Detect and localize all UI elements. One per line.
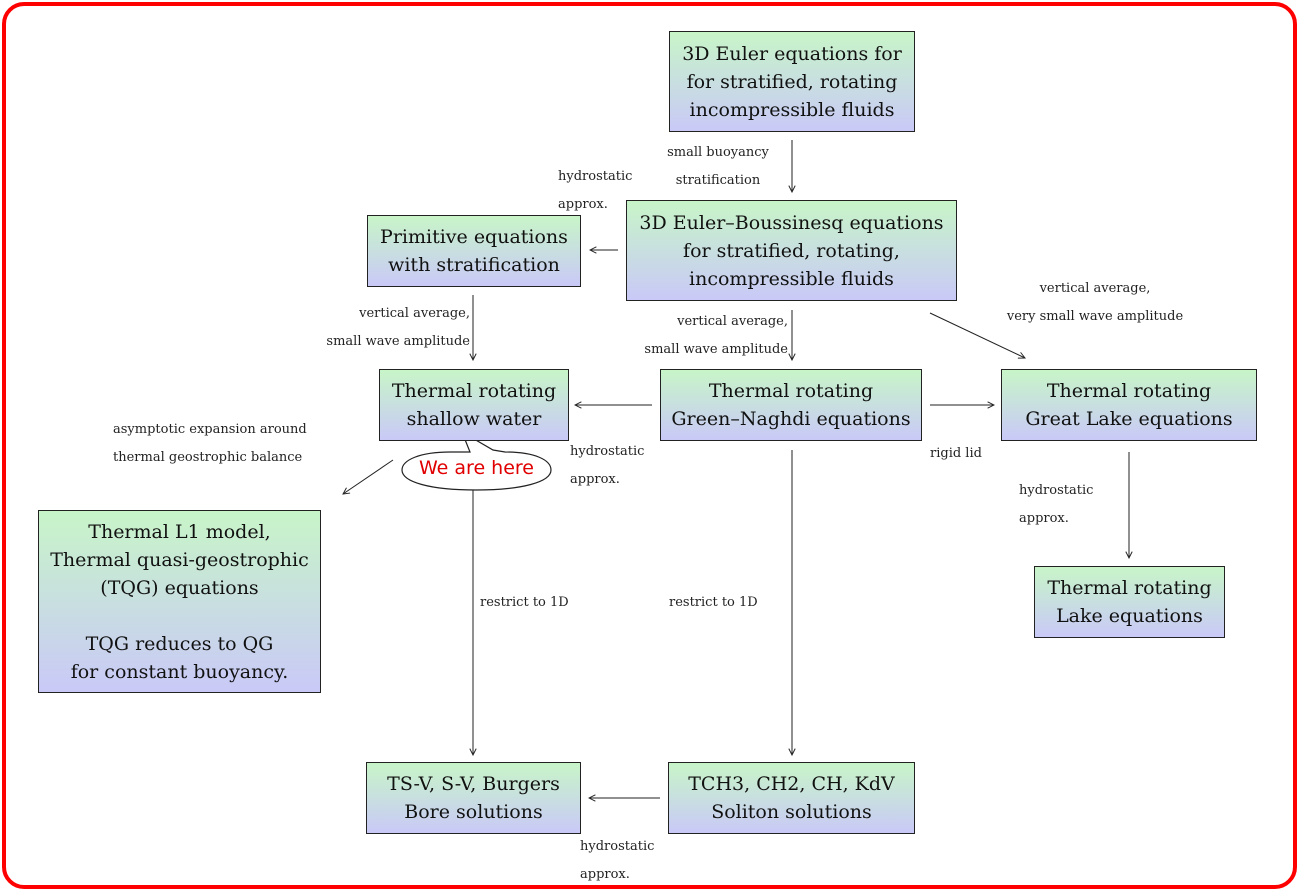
label-hydrostatic-top: hydrostatic approx. [558,169,633,212]
node-primitive-equations: Primitive equations with stratification [367,215,581,287]
edge-tsw-to-tl1 [343,459,394,494]
label-hydrostatic-right: hydrostatic approx. [1019,483,1094,526]
label-vertical-average-right: vertical average, very small wave amplit… [1006,281,1184,324]
label-small-buoyancy: small buoyancy stratification [667,145,769,188]
node-euler-boussinesq: 3D Euler–Boussinesq equations for strati… [626,200,957,301]
edge-boussinesq-to-tgl [929,312,1025,358]
label-vertical-average-mid: vertical average, small wave amplitude [644,314,788,357]
node-thermal-shallow-water: Thermal rotating shallow water [379,369,569,441]
callout-bubble [401,430,552,491]
node-thermal-l1-tqg: Thermal L1 model, Thermal quasi-geostrop… [38,510,321,693]
callout-text: We are here [419,457,534,479]
node-euler-3d: 3D Euler equations for for stratified, r… [669,31,915,132]
label-restrict-1d-mid: restrict to 1D [669,595,758,610]
label-rigid-lid: rigid lid [930,446,982,461]
node-thermal-lake: Thermal rotating Lake equations [1034,566,1225,638]
label-restrict-1d-left: restrict to 1D [480,595,569,610]
node-thermal-great-lake: Thermal rotating Great Lake equations [1001,369,1257,441]
node-thermal-green-naghdi: Thermal rotating Green–Naghdi equations [660,369,922,441]
label-asymptotic-expansion: asymptotic expansion around thermal geos… [113,422,307,465]
node-bore-solutions: TS-V, S-V, Burgers Bore solutions [366,762,581,834]
label-vertical-average-left: vertical average, small wave amplitude [326,306,470,349]
label-hydrostatic-mid: hydrostatic approx. [570,444,645,487]
label-hydrostatic-bottom: hydrostatic approx. [580,839,655,882]
node-soliton-solutions: TCH3, CH2, CH, KdV Soliton solutions [668,762,915,834]
